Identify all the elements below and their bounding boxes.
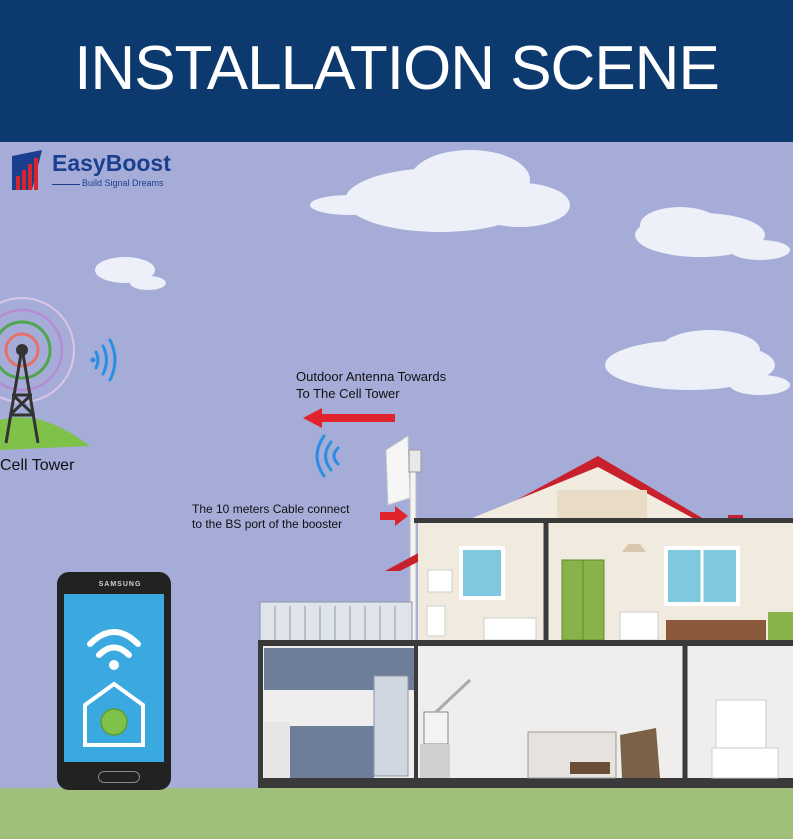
- logo-divider: [52, 184, 80, 185]
- page-title: INSTALLATION SCENE: [74, 33, 720, 103]
- phone-home-button: [98, 771, 140, 783]
- balcony: [259, 601, 413, 643]
- logo-tagline: Build Signal Dreams: [82, 178, 164, 188]
- cable-label-line2: to the BS port of the booster: [192, 517, 343, 531]
- header-banner: INSTALLATION SCENE: [0, 0, 793, 142]
- logo-name: EasyBoost: [52, 150, 171, 176]
- cable-label-line1: The 10 meters Cable connect: [192, 502, 350, 516]
- phone-brand: SAMSUNG: [98, 581, 142, 588]
- grass: [0, 788, 793, 839]
- antenna-label-line2: To The Cell Tower: [296, 386, 400, 401]
- cell-tower-icon: [4, 347, 40, 444]
- tower-signal-rings: [0, 297, 75, 403]
- antenna-label-line1: Outdoor Antenna Towards: [296, 369, 447, 384]
- arrow-icons: [303, 408, 408, 526]
- cell-tower-label: Cell Tower: [0, 457, 75, 474]
- tower-hill: [0, 417, 90, 450]
- signal-booster: [423, 711, 449, 745]
- outdoor-antenna: [385, 435, 411, 506]
- home-icon: [83, 681, 145, 747]
- signal-bars-icon: [12, 150, 42, 190]
- brand-logo: EasyBoost Build Signal Dreams: [12, 148, 182, 194]
- cable-label: The 10 meters Cable connect to the BS po…: [192, 502, 349, 532]
- antenna-label: Outdoor Antenna Towards To The Cell Towe…: [296, 368, 446, 402]
- wifi-icon: [87, 629, 141, 658]
- clouds: [95, 150, 790, 395]
